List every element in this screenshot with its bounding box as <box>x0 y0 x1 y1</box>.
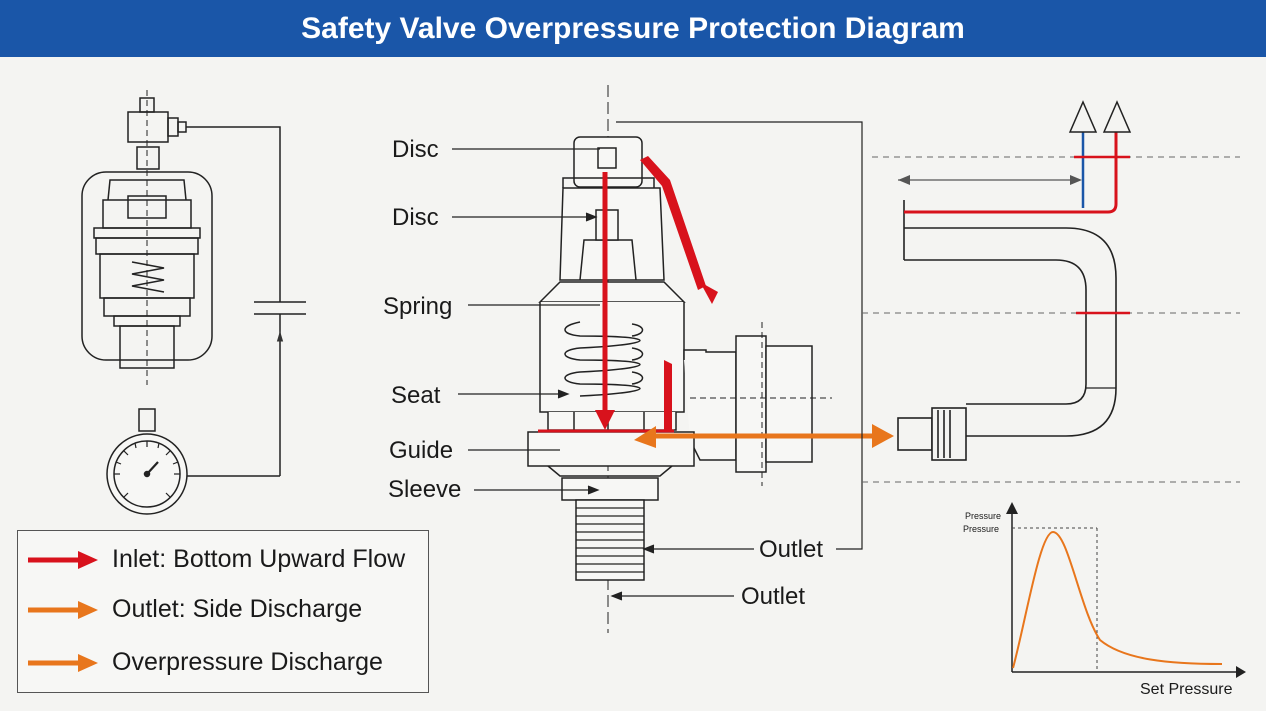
chart-y-label-1: Pressure <box>965 511 1001 521</box>
title-bar: Safety Valve Overpressure Protection Dia… <box>0 0 1266 57</box>
label-disc-top: Disc <box>392 136 439 163</box>
legend-item-overpressure: Overpressure Discharge <box>28 648 383 677</box>
pressure-chart <box>1006 502 1246 678</box>
piping-drawing <box>862 100 1240 483</box>
legend-item-inlet: Inlet: Bottom Upward Flow <box>28 545 405 574</box>
legend-label: Inlet: Bottom Upward Flow <box>112 545 406 573</box>
legend-label: Overpressure Discharge <box>112 648 383 676</box>
label-spring: Spring <box>383 293 452 320</box>
orange-arrow-icon <box>28 653 98 672</box>
label-sleeve: Sleeve <box>388 476 461 503</box>
pressure-gauge <box>106 408 188 515</box>
label-seat: Seat <box>391 382 441 409</box>
chart-x-label: Set Pressure <box>1140 681 1233 698</box>
outlet-discharge-arrow <box>634 424 894 448</box>
label-outlet-bottom: Outlet <box>741 583 805 610</box>
red-arrow-icon <box>28 550 98 569</box>
inlet-flow-path <box>538 156 718 433</box>
label-outlet-right: Outlet <box>759 536 823 563</box>
label-leaders <box>452 148 600 495</box>
safety-valve-drawing <box>527 85 832 633</box>
legend-item-outlet: Outlet: Side Discharge <box>28 595 362 624</box>
label-disc-mid: Disc <box>392 204 439 231</box>
diagram-canvas: Disc Disc Spring Seat Guide Sleeve Outle… <box>81 85 1246 698</box>
page-title: Safety Valve Overpressure Protection Dia… <box>301 11 965 45</box>
legend-box: Inlet: Bottom Upward Flow Outlet: Side D… <box>17 530 429 693</box>
orange-arrow-icon <box>28 600 98 619</box>
outlet-leaders <box>610 121 863 601</box>
legend-label: Outlet: Side Discharge <box>112 595 363 623</box>
pressure-curve <box>1012 530 1223 669</box>
control-wiring <box>186 126 306 477</box>
label-guide: Guide <box>389 437 453 464</box>
chart-y-label-2: Pressure <box>963 524 999 534</box>
solenoid-valve-drawing <box>81 90 213 385</box>
